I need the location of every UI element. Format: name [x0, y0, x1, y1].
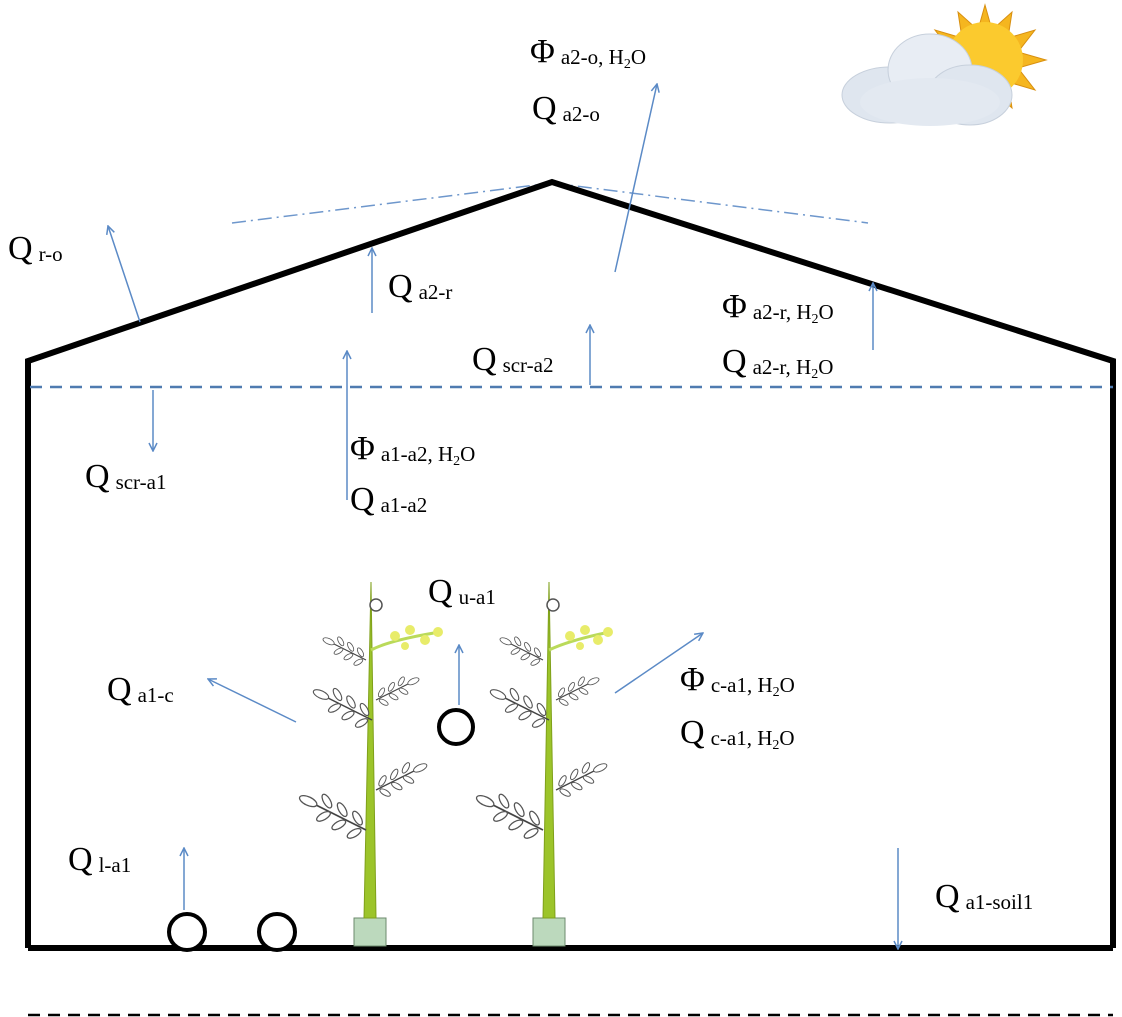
flux-arrows [108, 84, 898, 949]
greenhouse-structure [25, 178, 1116, 951]
cloud-icon [841, 33, 1013, 126]
arrow-r-o [108, 226, 141, 323]
arrow-c-a1 [614, 633, 703, 694]
tomato-plant-icon [474, 581, 613, 947]
roof-air-boundary [231, 182, 869, 224]
arrow-a1-c [208, 679, 297, 723]
heating-pipe-icon [167, 708, 475, 952]
arrow-a2-o [614, 84, 657, 273]
tomato-plant-icon [297, 581, 443, 947]
